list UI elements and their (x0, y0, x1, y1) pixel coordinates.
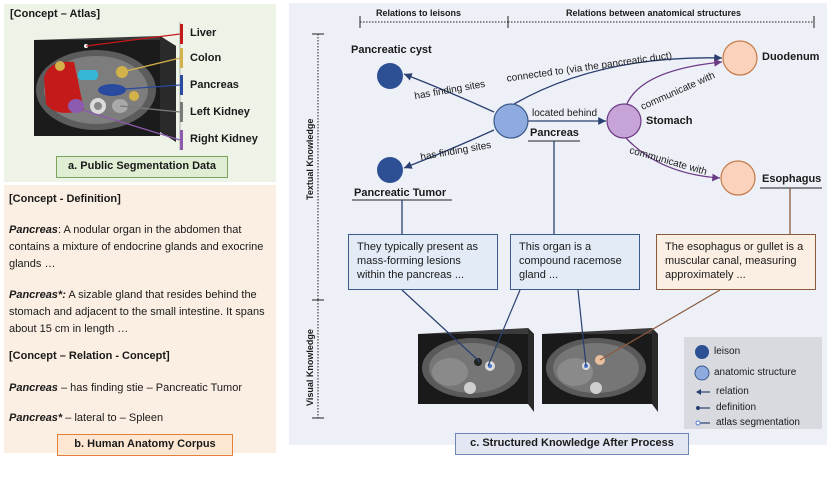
ct-image-right (542, 328, 658, 412)
organ-label-liver: Liver (190, 27, 217, 39)
node-stomach (606, 103, 642, 139)
definition-1-term: Pancreas (9, 224, 58, 236)
label-duodenum: Duodenum (762, 51, 820, 63)
relation-2: Pancreas* – lateral to – Spleen (9, 412, 163, 424)
organ-label-right-kidney: Right Kidney (190, 133, 258, 145)
relation-2-text: – lateral to – Spleen (62, 412, 164, 424)
label-esophagus: Esophagus (762, 173, 822, 185)
panel-b-corpus (4, 185, 276, 453)
definition-2-term: Pancreas*: (9, 289, 66, 301)
caption-c: c. Structured Knowledge After Process (455, 433, 689, 455)
definition-box-tumor: They typically present as mass-forming l… (348, 234, 498, 290)
relation-header: [Concept – Relation - Concept] (9, 350, 170, 362)
definition-2-text: A sizable gland that resides behind the … (9, 289, 265, 335)
axis-textual: Textual Knowledge (305, 118, 315, 200)
node-duodenum (722, 40, 758, 76)
organ-label-colon: Colon (190, 52, 222, 64)
definition-header: [Concept - Definition] (9, 193, 121, 205)
node-pancreatic-tumor (377, 157, 403, 183)
header-relations-anatomy: Relations between anatomical structures (566, 8, 742, 18)
legend-relation: relation (716, 386, 749, 397)
definition-2: Pancreas*: A sizable gland that resides … (9, 287, 271, 338)
header-relations-lesions: Relations to leisons (376, 8, 462, 18)
caption-a: a. Public Segmentation Data (56, 156, 228, 178)
node-pancreas (493, 103, 529, 139)
axis-visual: Visual Knowledge (305, 329, 315, 406)
label-pancreatic-tumor: Pancreatic Tumor (354, 187, 447, 199)
relation-1: Pancreas – has finding stie – Pancreatic… (9, 382, 242, 394)
relation-1-term: Pancreas (9, 382, 58, 394)
ct-atlas-image (34, 36, 176, 142)
edge-label-stomach: located behind (532, 108, 598, 119)
atlas-header: [Concept – Atlas] (10, 8, 101, 20)
node-pancreatic-cyst (377, 63, 403, 89)
label-stomach: Stomach (646, 115, 693, 127)
legend-anatomic: anatomic structure (714, 367, 797, 378)
definition-box-esophagus: The esophagus or gullet is a muscular ca… (656, 234, 816, 290)
label-pancreatic-cyst: Pancreatic cyst (351, 44, 432, 56)
ct-image-left (418, 328, 534, 412)
legend-definition: definition (716, 402, 757, 413)
organ-label-left-kidney: Left Kidney (190, 106, 250, 118)
definition-1-text: : A nodular organ in the abdomen that co… (9, 224, 264, 270)
caption-b: b. Human Anatomy Corpus (57, 434, 233, 456)
organ-label-pancreas: Pancreas (190, 79, 239, 91)
label-pancreas: Pancreas (530, 127, 579, 139)
relation-1-text: – has finding stie – Pancreatic Tumor (57, 382, 242, 394)
relation-2-term: Pancreas* (9, 412, 63, 424)
node-esophagus (720, 160, 756, 196)
definition-1: Pancreas: A nodular organ in the abdomen… (9, 222, 271, 273)
definition-box-pancreas: This organ is a compound racemose gland … (510, 234, 640, 290)
legend-leison: leison (714, 346, 741, 357)
legend-atlas: atlas segmentation (716, 417, 800, 428)
